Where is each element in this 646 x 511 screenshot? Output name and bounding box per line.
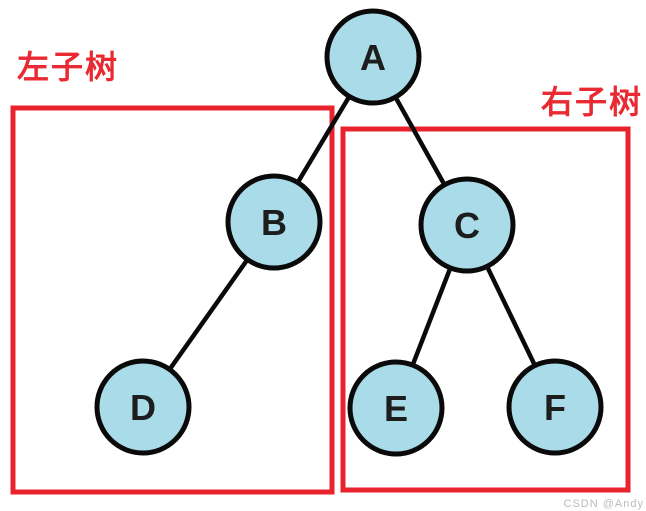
right-subtree-label: 右子树 (541, 84, 644, 120)
right-subtree-box (340, 126, 631, 493)
node-circle-b (225, 173, 323, 271)
node-circle-f (506, 358, 604, 456)
left-subtree-label: 左子树 (17, 49, 120, 85)
tree-node-d: D (94, 358, 192, 456)
node-label-c: C (454, 205, 480, 246)
tree-node-e: E (347, 359, 445, 457)
node-label-d: D (130, 387, 156, 428)
node-circle-c (418, 176, 516, 274)
node-label-e: E (384, 388, 408, 429)
node-label-a: A (360, 37, 386, 78)
node-circle-a (324, 8, 422, 106)
tree-node-f: F (506, 358, 604, 456)
node-label-f: F (544, 387, 566, 428)
node-label-b: B (261, 202, 287, 243)
tree-node-a: A (324, 8, 422, 106)
tree-node-c: C (418, 176, 516, 274)
tree-node-b: B (225, 173, 323, 271)
node-circle-e (347, 359, 445, 457)
left-subtree-box (10, 105, 335, 495)
node-circle-d (94, 358, 192, 456)
watermark: CSDN @Andy (563, 498, 644, 510)
